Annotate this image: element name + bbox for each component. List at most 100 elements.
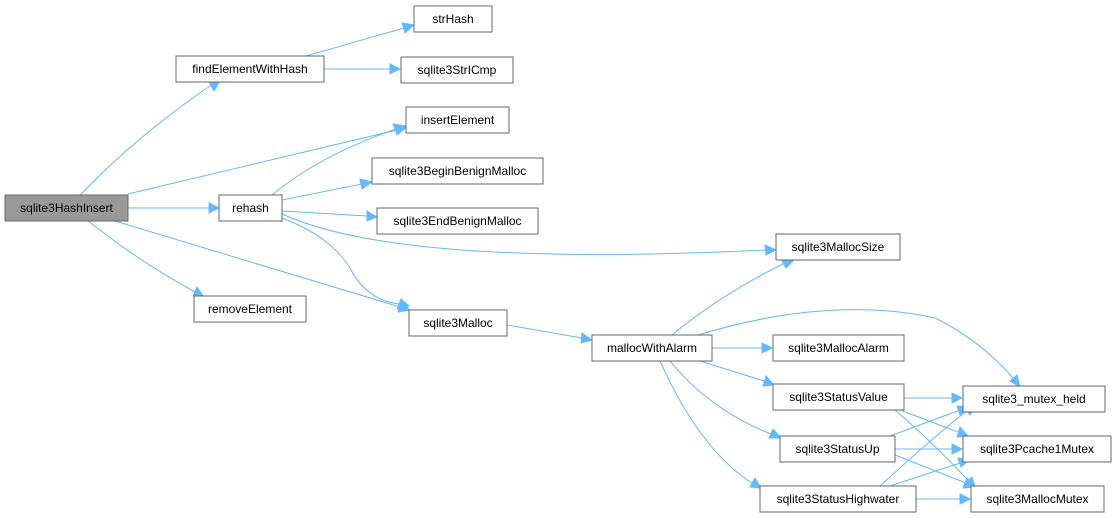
node-box[interactable] (371, 157, 544, 185)
arrowhead (749, 477, 762, 489)
edge-n1-n3 (324, 63, 402, 75)
node-sqlite3MallocMutex[interactable]: sqlite3MallocMutex (970, 485, 1105, 513)
node-box[interactable] (962, 435, 1112, 463)
edge-line (271, 128, 397, 196)
node-label: sqlite3EndBenignMalloc (393, 214, 521, 228)
node-label: sqlite3StrICmp (418, 63, 497, 77)
node-label: mallocWithAlarm (607, 341, 697, 355)
edge-line (114, 220, 401, 308)
edge-line (697, 309, 1015, 380)
node-label: sqlite3Pcache1Mutex (980, 442, 1094, 456)
nodes-layer: sqlite3HashInsert findElementWithHash strH… (4, 5, 1112, 513)
node-sqlite3MallocSize[interactable]: sqlite3MallocSize (775, 233, 901, 261)
node-rehash[interactable]: rehash (218, 194, 283, 222)
node-box[interactable] (376, 207, 539, 235)
edge-line (281, 213, 767, 255)
edge-line (889, 462, 961, 487)
edge-line (894, 454, 967, 484)
node-label: sqlite3BeginBenignMalloc (389, 164, 526, 178)
edge-line (659, 360, 753, 484)
node-sqlite3StatusUp[interactable]: sqlite3StatusUp (779, 435, 896, 463)
edge-line (281, 183, 363, 201)
node-sqlite3StrICmp[interactable]: sqlite3StrICmp (400, 56, 514, 84)
arrowhead (1009, 374, 1021, 389)
node-box[interactable] (759, 485, 917, 513)
node-box[interactable] (218, 194, 283, 222)
node-label: sqlite3StatusUp (795, 442, 879, 456)
node-sqlite3Malloc[interactable]: sqlite3Malloc (408, 309, 508, 337)
node-sqlite3StatusValue[interactable]: sqlite3StatusValue (772, 383, 905, 411)
arrowhead (580, 332, 594, 344)
edge-n11-n12 (712, 342, 774, 354)
arrowhead (951, 443, 964, 455)
node-box[interactable] (591, 334, 713, 362)
arrowhead (768, 428, 783, 439)
edge-n11-n16 (697, 309, 1021, 389)
node-label: sqlite3Malloc (423, 316, 492, 330)
arrowhead (959, 493, 972, 505)
edge-n0-n10 (87, 220, 206, 298)
node-box[interactable] (779, 435, 896, 463)
edge-n11-n13 (699, 360, 776, 387)
node-mallocWithAlarm[interactable]: mallocWithAlarm (591, 334, 713, 362)
node-label: rehash (232, 201, 269, 215)
edge-n0-n5 (128, 202, 221, 214)
node-box[interactable] (405, 106, 510, 134)
edges-layer (79, 22, 1021, 505)
edge-line (889, 409, 961, 437)
node-label: sqlite3MallocSize (792, 240, 885, 254)
node-label: insertElement (421, 113, 495, 127)
node-label: strHash (432, 12, 473, 26)
node-box[interactable] (193, 295, 307, 323)
edge-n13-n16 (904, 392, 964, 404)
node-sqlite3HashInsert[interactable]: sqlite3HashInsert (4, 194, 129, 222)
node-label: sqlite3_mutex_held (982, 392, 1085, 406)
arrowhead (208, 202, 221, 214)
edge-line (281, 217, 400, 305)
node-sqlite3StatusHighwater[interactable]: sqlite3StatusHighwater (759, 485, 917, 513)
edge-line (127, 129, 398, 195)
node-insertElement[interactable]: insertElement (405, 106, 510, 134)
node-sqlite3EndBenignMalloc[interactable]: sqlite3EndBenignMalloc (376, 207, 539, 235)
node-removeElement[interactable]: removeElement (193, 295, 307, 323)
node-box[interactable] (962, 385, 1106, 413)
node-box[interactable] (772, 334, 905, 362)
node-sqlite3BeginBenignMalloc[interactable]: sqlite3BeginBenignMalloc (371, 157, 544, 185)
node-box[interactable] (772, 383, 905, 411)
edge-n11-n8 (671, 258, 796, 336)
edge-line (87, 220, 196, 293)
edge-n11-n14 (669, 360, 783, 439)
node-box[interactable] (4, 194, 129, 222)
node-strHash[interactable]: strHash (413, 5, 493, 33)
edge-n14-n17 (895, 443, 964, 455)
node-box[interactable] (408, 309, 508, 337)
edge-n5-n8 (281, 213, 778, 256)
arrowhead (396, 298, 411, 310)
edge-n5-n6 (281, 178, 374, 201)
arrowhead (761, 342, 774, 354)
edge-n5-n4 (271, 123, 408, 196)
node-sqlite3MallocAlarm[interactable]: sqlite3MallocAlarm (772, 334, 905, 362)
edge-n15-n17 (889, 457, 971, 487)
node-box[interactable] (413, 5, 493, 33)
edge-line (671, 262, 786, 336)
node-sqlite3Pcache1Mutex[interactable]: sqlite3Pcache1Mutex (962, 435, 1112, 463)
node-box[interactable] (175, 55, 325, 83)
edge-n15-n18 (916, 493, 972, 505)
node-label: sqlite3MallocAlarm (788, 341, 889, 355)
node-sqlite3_mutex_held[interactable]: sqlite3_mutex_held (962, 385, 1106, 413)
node-box[interactable] (970, 485, 1105, 513)
arrowhead (366, 210, 379, 222)
node-findElementWithHash[interactable]: findElementWithHash (175, 55, 325, 83)
node-label: sqlite3MallocMutex (986, 492, 1088, 506)
edge-line (281, 210, 368, 217)
edge-line (894, 409, 970, 482)
node-box[interactable] (775, 233, 901, 261)
node-label: removeElement (208, 302, 293, 316)
node-box[interactable] (400, 56, 514, 84)
edge-line (879, 409, 969, 487)
edge-line (669, 360, 772, 435)
edge-line (79, 83, 214, 196)
edge-n5-n7 (281, 210, 379, 222)
